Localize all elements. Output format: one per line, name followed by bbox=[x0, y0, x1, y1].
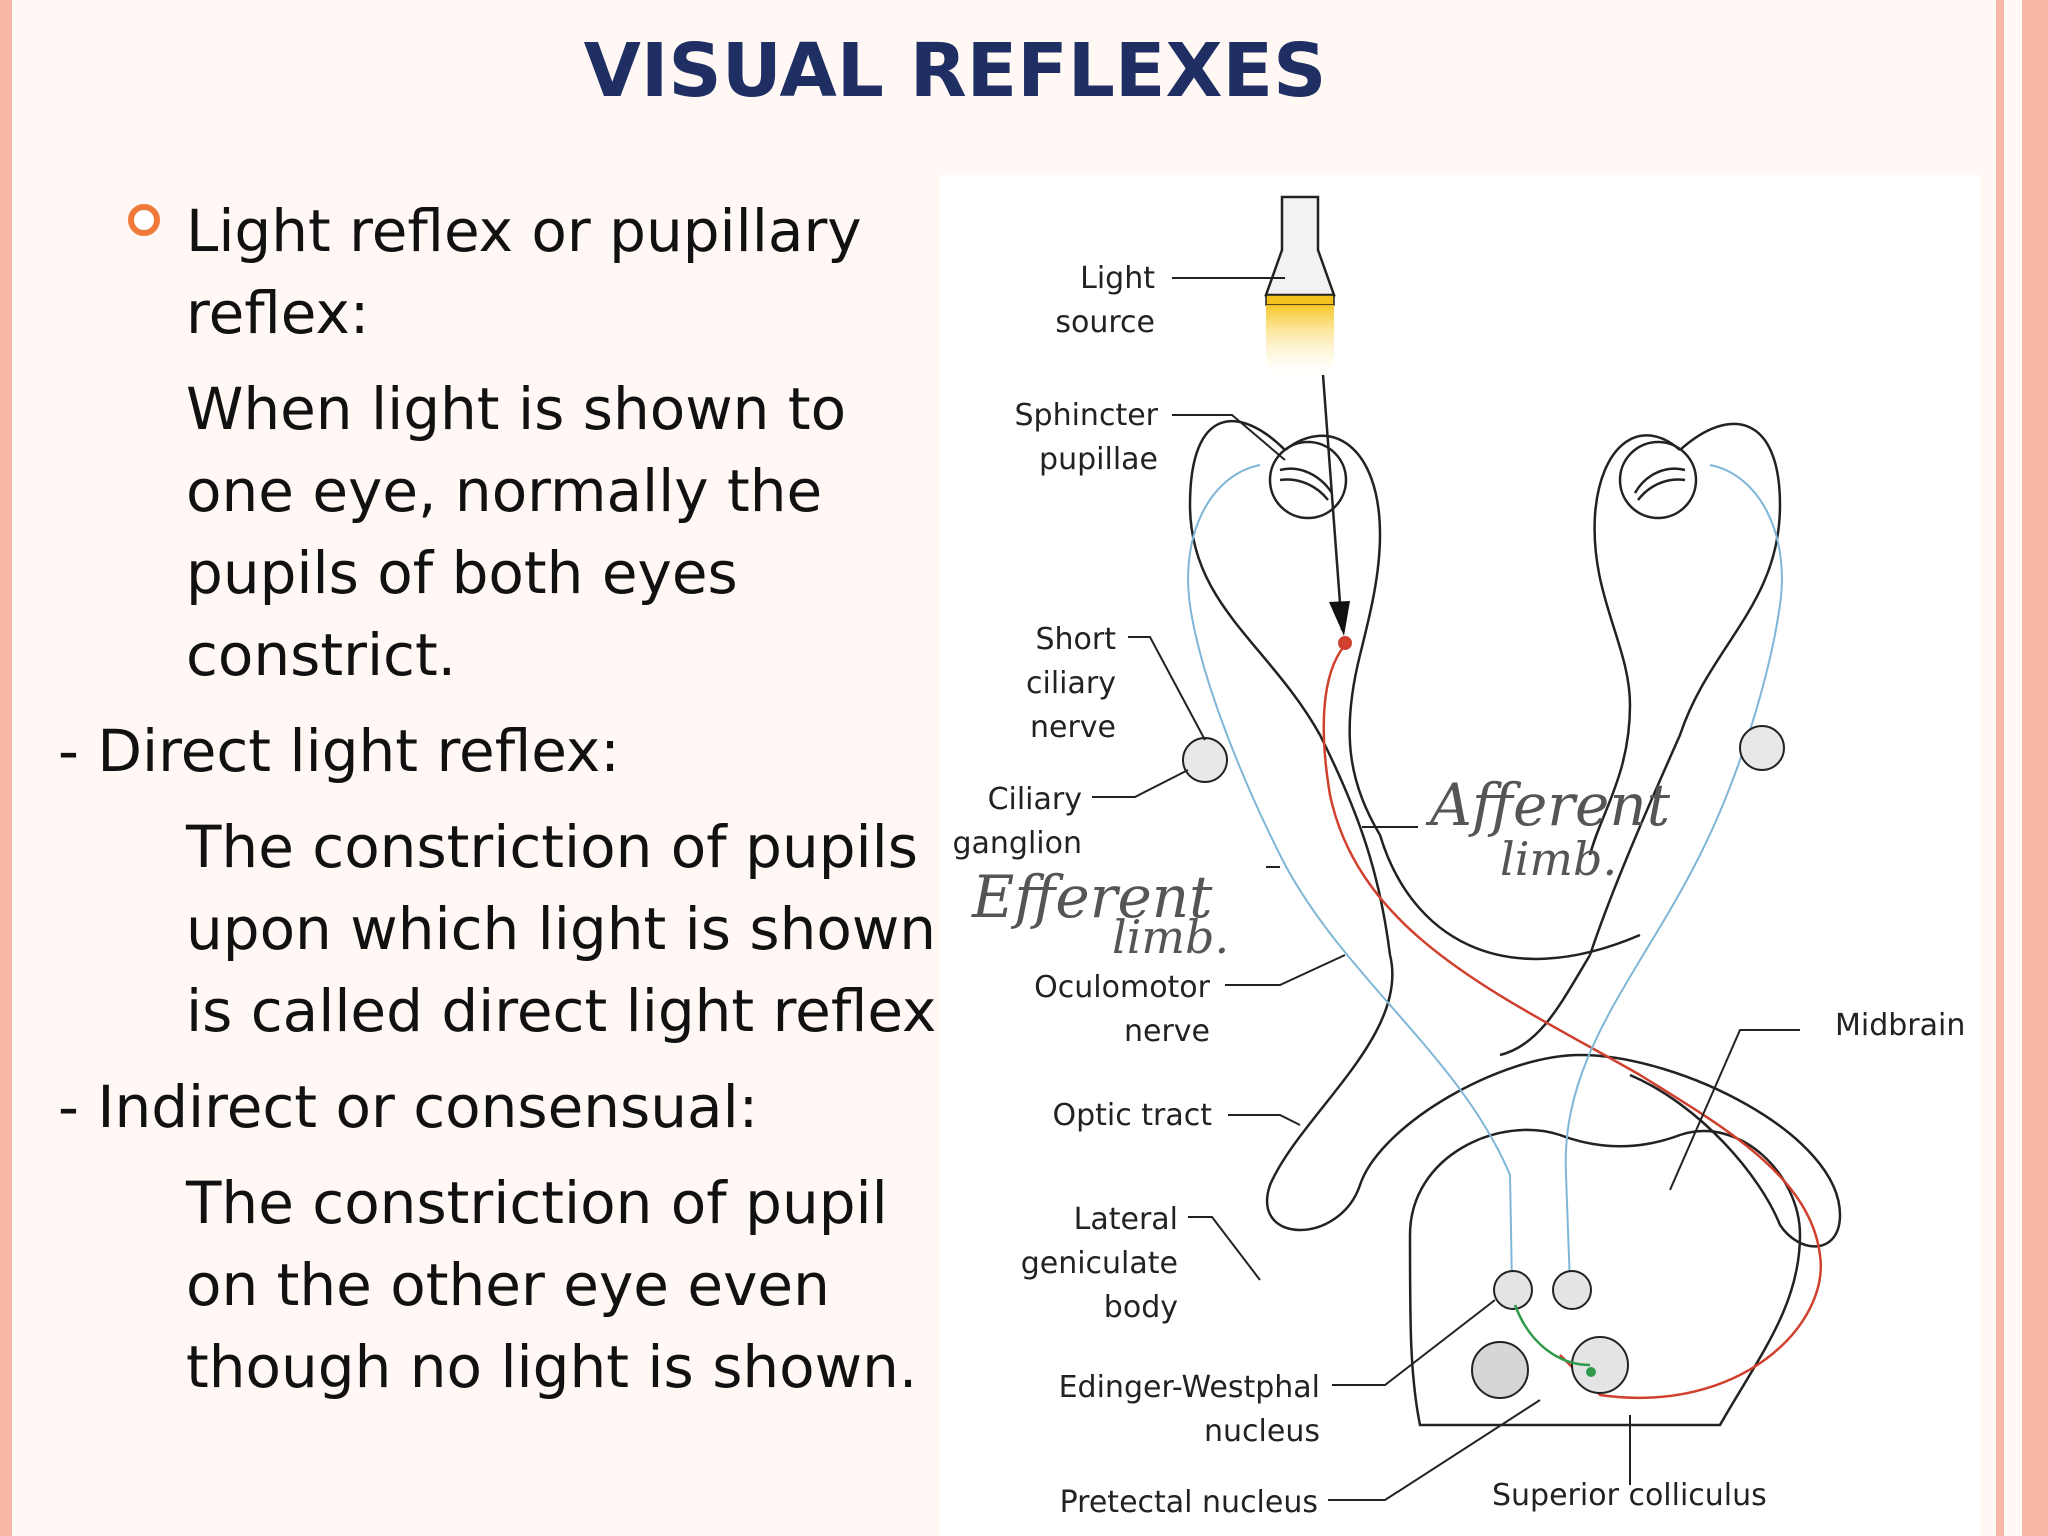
right-eye bbox=[1588, 422, 1782, 956]
label-source: source bbox=[1055, 305, 1155, 340]
bullet-heading-line: Light reflex or pupillary bbox=[186, 197, 862, 265]
label-light: Light bbox=[1080, 261, 1155, 296]
indirect-line: The constriction of pupil bbox=[186, 1169, 888, 1237]
light-source-icon bbox=[1264, 195, 1336, 375]
right-border-outer-decoration bbox=[2022, 0, 2048, 1536]
label-short: Short bbox=[1035, 622, 1116, 657]
intro-paragraph: When light is shown to one eye, normally… bbox=[120, 368, 940, 696]
bullet-light-reflex: Light reflex or pupillary reflex: bbox=[120, 190, 940, 354]
label-midbrain: Midbrain bbox=[1835, 1008, 1965, 1043]
label-nucleus: nucleus bbox=[1204, 1414, 1320, 1449]
handwritten-afferent: Afferent bbox=[1425, 771, 1671, 839]
indirect-reflex-heading: - Indirect or consensual: bbox=[58, 1066, 940, 1148]
direct-line: is called direct light reflex. bbox=[186, 977, 955, 1045]
efferent-pathway bbox=[1187, 464, 1783, 1286]
direct-paragraph: The constriction of pupils upon which li… bbox=[120, 806, 955, 1052]
interneuron-path bbox=[1513, 1304, 1591, 1367]
label-oculomotor-nerve: nerve bbox=[1124, 1014, 1210, 1049]
handwritten-afferent-limb: limb. bbox=[1500, 832, 1617, 886]
direct-reflex-heading: - Direct light reflex: bbox=[58, 710, 940, 792]
diagram-svg: Light source Sphincter pupillae Short ci… bbox=[952, 195, 1965, 1520]
label-body: body bbox=[1104, 1290, 1178, 1325]
label-oculomotor: Oculomotor bbox=[1034, 970, 1211, 1005]
pupillary-reflex-diagram: Light source Sphincter pupillae Short ci… bbox=[940, 175, 1980, 1536]
label-pretectal-nucleus: Pretectal nucleus bbox=[1060, 1485, 1318, 1520]
light-ray-arrow bbox=[1321, 374, 1350, 636]
left-eye bbox=[1188, 419, 1392, 956]
midbrain-outline bbox=[1408, 1128, 1802, 1427]
label-nerve: nerve bbox=[1030, 710, 1116, 745]
leader-lines bbox=[1092, 277, 1800, 1501]
label-pupillae: pupillae bbox=[1039, 442, 1158, 477]
label-sphincter: Sphincter bbox=[1015, 398, 1159, 433]
left-ciliary-ganglion bbox=[1182, 737, 1228, 783]
handwritten-efferent-limb: limb. bbox=[1112, 910, 1229, 964]
label-edinger-westphal: Edinger-Westphal bbox=[1059, 1370, 1320, 1405]
handwritten-efferent: Efferent bbox=[971, 863, 1213, 931]
indirect-line: on the other eye even bbox=[186, 1251, 830, 1319]
indirect-line: though no light is shown. bbox=[186, 1333, 918, 1401]
left-border-decoration bbox=[0, 0, 12, 1536]
label-lateral: Lateral bbox=[1074, 1202, 1178, 1237]
label-ciliary-2: Ciliary bbox=[988, 782, 1082, 817]
slide-title: VISUAL REFLEXES bbox=[583, 28, 1327, 114]
left-pretectal-nucleus bbox=[1471, 1341, 1529, 1399]
right-edinger-westphal-nucleus bbox=[1552, 1270, 1592, 1310]
afferent-pathway bbox=[1322, 644, 1823, 1400]
intro-line: pupils of both eyes bbox=[186, 539, 738, 607]
intro-line: When light is shown to bbox=[186, 375, 847, 443]
bullet-heading-line: reflex: bbox=[186, 279, 370, 347]
label-geniculate: geniculate bbox=[1021, 1246, 1178, 1281]
label-optic-tract: Optic tract bbox=[1052, 1098, 1212, 1133]
optic-chiasm bbox=[1266, 834, 1842, 1248]
label-ciliary: ciliary bbox=[1026, 666, 1116, 701]
label-ganglion: ganglion bbox=[952, 826, 1082, 861]
light-beam bbox=[1266, 305, 1334, 375]
bullet-circle-icon bbox=[128, 204, 160, 236]
right-pretectal-nucleus bbox=[1571, 1336, 1629, 1394]
left-edinger-westphal-nucleus bbox=[1493, 1270, 1533, 1310]
indirect-heading-text: - Indirect or consensual: bbox=[58, 1073, 759, 1141]
photoreceptor-dot bbox=[1338, 636, 1352, 650]
bullet-text-block: Light reflex or pupillary reflex: When l… bbox=[58, 190, 955, 1408]
intro-line: constrict. bbox=[186, 621, 457, 689]
direct-line: The constriction of pupils bbox=[186, 813, 918, 881]
intro-line: one eye, normally the bbox=[186, 457, 823, 525]
interneuron-dot bbox=[1586, 1367, 1596, 1377]
indirect-paragraph: The constriction of pupil on the other e… bbox=[120, 1162, 940, 1408]
right-ciliary-ganglion bbox=[1739, 725, 1785, 771]
direct-heading-text: - Direct light reflex: bbox=[58, 717, 620, 785]
direct-line: upon which light is shown bbox=[186, 895, 937, 963]
label-superior-colliculus: Superior colliculus bbox=[1492, 1478, 1767, 1513]
right-border-inner-decoration bbox=[1996, 0, 2004, 1536]
